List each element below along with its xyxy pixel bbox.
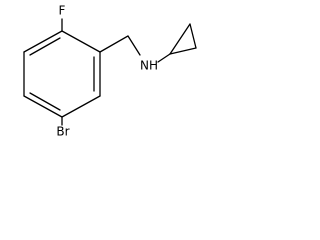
bond-n-cyclopropyl [157, 53, 171, 63]
cyclopropyl-bond-2 [189, 23, 197, 49]
ring-bond-c1-c2 [61, 30, 101, 53]
ring-double-bond-inner-3 [29, 37, 61, 56]
cyclopropyl-bond-3 [169, 23, 191, 55]
fluorine-label: F [59, 4, 66, 18]
ring-bond-c4-c5 [23, 95, 63, 118]
cyclopropyl-bond-1 [169, 47, 197, 55]
ring-double-bond-inner-2 [29, 92, 61, 111]
bond-ch2-n [127, 35, 141, 56]
bond-ring-ch2 [99, 35, 129, 53]
molecule-structure: F NH Br [23, 4, 197, 139]
amine-label: NH [140, 59, 158, 73]
bromine-label: Br [56, 125, 69, 139]
ring-bond-c6-c1 [23, 30, 63, 53]
ring-bond-c3-c4 [61, 95, 101, 118]
